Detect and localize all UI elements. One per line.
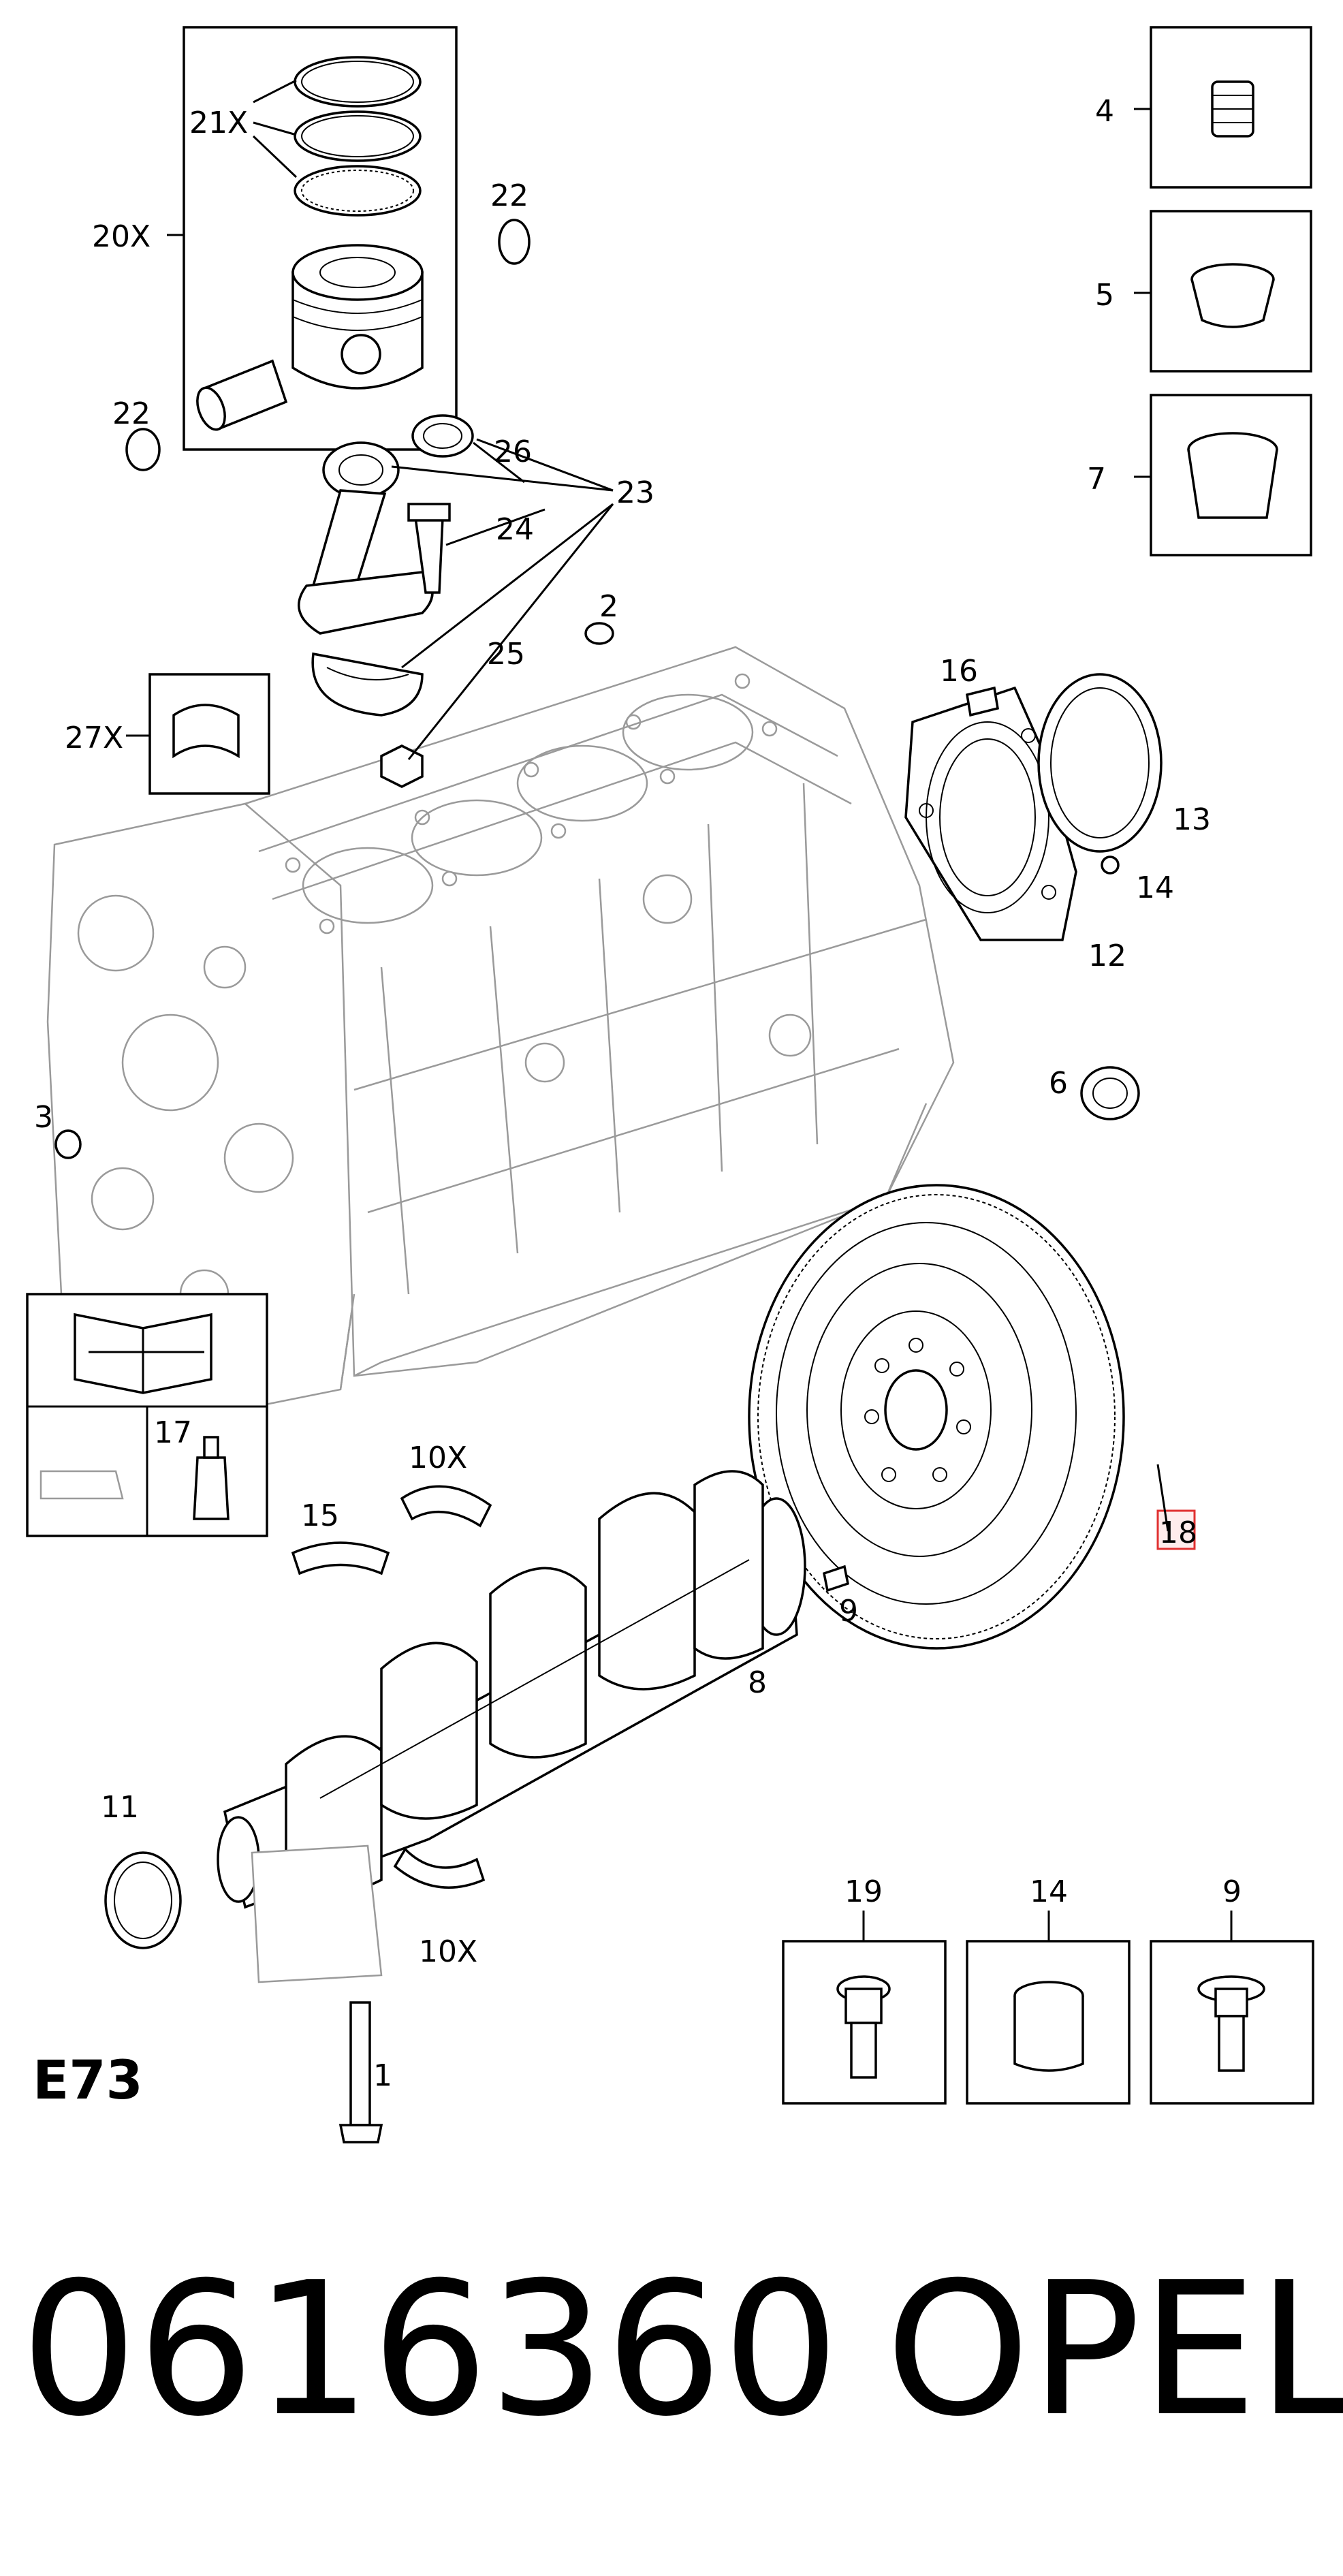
callout-9: 9 (839, 1594, 858, 1629)
thrust-washer-15 (291, 1541, 390, 1575)
callout-10x-upper: 10X (409, 1441, 467, 1475)
callout-22-lower: 22 (112, 396, 151, 431)
dowel-2 (584, 622, 614, 645)
rear-seal-13 (1037, 673, 1163, 853)
flywheel (748, 1184, 1125, 1650)
sealant-tube-icon (193, 1456, 230, 1520)
callout-9-box: 9 (1222, 1874, 1242, 1909)
callout-2: 2 (599, 589, 618, 624)
leader-lines (126, 79, 1233, 1941)
callout-labels: 1 2 3 4 5 6 7 8 9 10X 10X 11 12 13 14 14… (34, 94, 1242, 2093)
brand-label: OPEL (885, 2242, 1343, 2457)
callout-12: 12 (1088, 939, 1126, 973)
callout-8: 8 (748, 1665, 767, 1700)
callout-1: 1 (373, 2058, 392, 2093)
callout-13: 13 (1173, 802, 1211, 837)
circlip-22-upper (498, 219, 531, 265)
rear-seal-housing (904, 686, 1077, 941)
detail-box-19 (782, 1940, 947, 2105)
circlip-22-lower (125, 428, 161, 471)
bearing-shell-10x-upper (400, 1485, 492, 1528)
pilot-bush-6 (1080, 1066, 1140, 1120)
part-number-label: 0616360 (20, 2242, 840, 2457)
callout-18: 18 (1159, 1515, 1197, 1550)
callout-4: 4 (1095, 94, 1114, 129)
dowel-3 (54, 1129, 82, 1159)
callout-15: 15 (301, 1498, 339, 1533)
model-code-label: E73 (33, 2050, 143, 2111)
piston-assembly-box (183, 26, 458, 451)
main-bearing-cap (251, 1844, 383, 1983)
callout-19: 19 (844, 1874, 883, 1909)
detail-box-9 (1150, 1940, 1314, 2105)
callout-22-upper: 22 (490, 178, 528, 213)
bolt-1 (338, 2001, 383, 2143)
flywheel-highlight-box (1156, 1509, 1196, 1550)
callout-5: 5 (1095, 278, 1114, 313)
callout-24: 24 (496, 512, 534, 547)
callout-23: 23 (616, 475, 654, 510)
callout-16: 16 (940, 654, 978, 689)
detail-box-7 (1150, 394, 1312, 556)
callout-14-box: 14 (1030, 1874, 1068, 1909)
callout-11: 11 (101, 1790, 139, 1825)
callout-10x-lower: 10X (419, 1934, 477, 1969)
detail-box-5 (1150, 210, 1312, 373)
callout-17: 17 (154, 1415, 192, 1450)
callout-27x: 27X (65, 721, 123, 755)
callout-3: 3 (34, 1100, 53, 1135)
bolt-16 (966, 686, 999, 717)
callout-14: 14 (1136, 870, 1174, 905)
engine-block (46, 646, 955, 1432)
bolt-9 (822, 1565, 850, 1592)
detail-box-14 (966, 1940, 1131, 2105)
bearing-shell-10x-lower (393, 1847, 486, 1889)
connecting-rod (298, 414, 474, 788)
crankshaft (217, 1470, 806, 1909)
bearing-shell-27x-box (148, 673, 270, 795)
callout-26: 26 (494, 435, 532, 469)
dowel-14 (1101, 855, 1120, 875)
callout-25: 25 (487, 637, 525, 672)
callout-20x: 20X (92, 219, 151, 254)
callout-7: 7 (1087, 462, 1106, 497)
detail-box-4 (1150, 26, 1312, 189)
service-info-box (26, 1293, 268, 1537)
callout-21x: 21X (189, 106, 248, 140)
callout-6: 6 (1049, 1066, 1068, 1101)
front-seal-11 (104, 1851, 182, 1949)
oil-can-icon (40, 1470, 124, 1500)
